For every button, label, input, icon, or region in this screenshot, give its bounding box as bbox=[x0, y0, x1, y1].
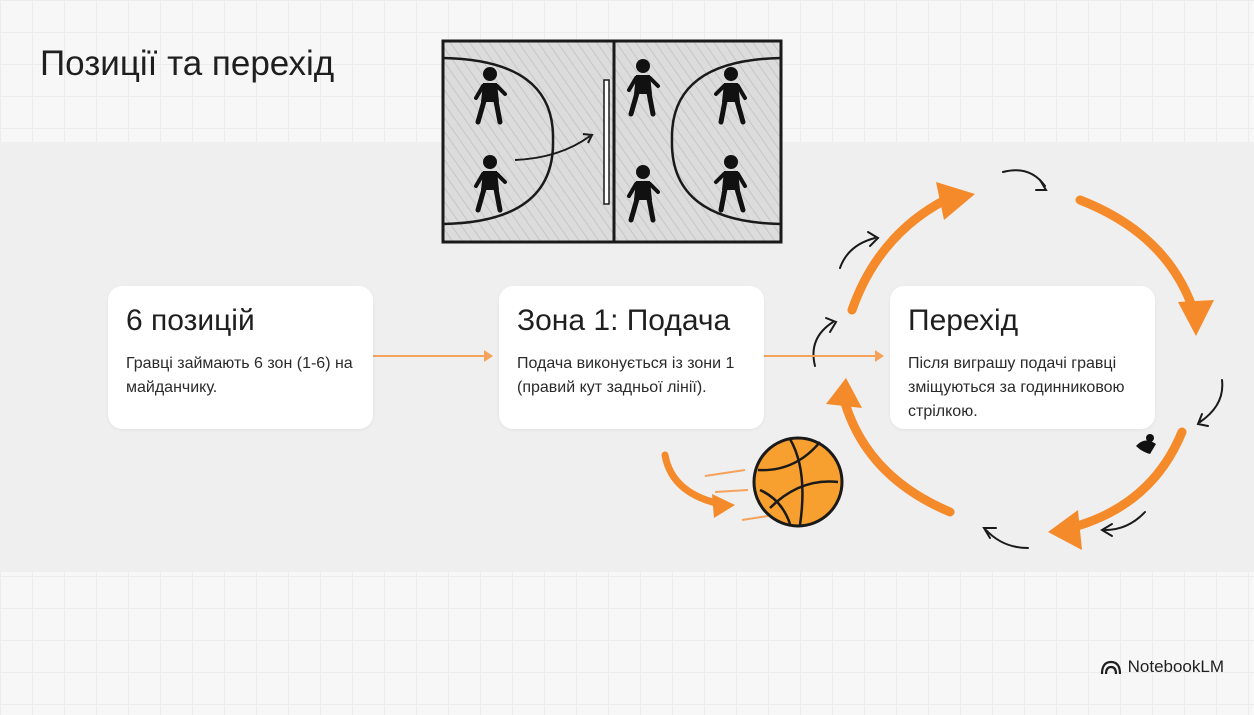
card-heading: Перехід bbox=[908, 304, 1019, 337]
card-heading: 6 позицій bbox=[126, 304, 255, 337]
small-player-icon bbox=[1136, 434, 1156, 454]
card-rotation: Перехід Після виграшу подачі гравці зміщ… bbox=[890, 286, 1155, 429]
card-text: Подача виконується із зони 1 (правий кут… bbox=[517, 355, 735, 396]
brand-name: NotebookLM bbox=[1127, 657, 1224, 676]
card-heading: Зона 1: Подача bbox=[517, 304, 731, 337]
volleyball-icon bbox=[661, 436, 844, 528]
card-text: Гравці займають 6 зон (1-6) на майданчик… bbox=[126, 355, 353, 396]
rotation-arrowheads bbox=[826, 182, 1214, 550]
left-zone-arc bbox=[442, 56, 555, 226]
rotation-arrow-icon bbox=[837, 190, 1200, 535]
net bbox=[603, 79, 610, 205]
card-six-positions: 6 позицій Гравці займають 6 зон (1-6) на… bbox=[108, 286, 373, 429]
small-rotation-arrows bbox=[812, 169, 1224, 549]
page-title: Позиції та перехід bbox=[40, 44, 335, 83]
connector-arrow bbox=[764, 350, 884, 362]
pass-arrow bbox=[514, 135, 591, 161]
card-zone-1-serve: Зона 1: Подача Подача виконується із зон… bbox=[499, 286, 764, 429]
card-text: Після виграшу подачі гравці зміщуються з… bbox=[908, 355, 1125, 420]
pass-arrowhead bbox=[582, 133, 594, 144]
right-zone-arc bbox=[670, 56, 782, 226]
notebooklm-logo-icon bbox=[1100, 660, 1121, 675]
brand-mark: NotebookLM bbox=[1100, 657, 1224, 677]
connector-arrow bbox=[373, 350, 493, 362]
